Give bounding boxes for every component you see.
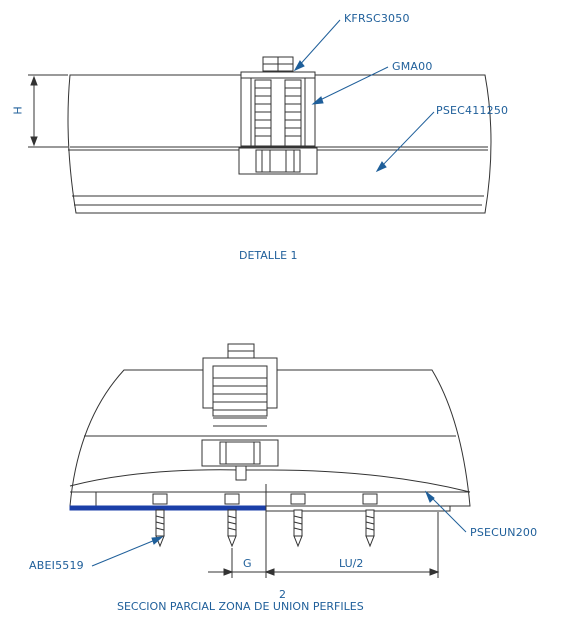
detail-1-leaders	[293, 19, 435, 173]
base-strip	[69, 505, 451, 512]
detail-1-drawing	[28, 56, 492, 214]
dimension-g-lu-lines	[208, 484, 440, 578]
screw-thread	[254, 79, 302, 147]
detail-2-leaders	[91, 490, 467, 567]
label-psecun200: PSECUN200	[470, 526, 538, 539]
nut-block-2	[201, 439, 279, 481]
rivets	[152, 493, 378, 548]
caption-seccion-parcial: SECCION PARCIAL ZONA DE UNION PERFILES	[117, 600, 364, 613]
screw-head	[262, 56, 294, 72]
dimension-lu-label: LU/2	[339, 557, 364, 570]
dimension-h-label: H	[11, 106, 25, 115]
label-psec411250: PSEC411250	[436, 104, 509, 117]
dimension-h-lines	[28, 74, 68, 148]
clamp-upper	[202, 357, 278, 427]
label-gma00: GMA00	[392, 60, 433, 73]
profile-union-outline	[69, 369, 471, 507]
caption-number-2: 2	[279, 588, 286, 601]
detail-2-drawing	[69, 343, 471, 578]
nut-block	[238, 147, 318, 175]
dimension-g-label: G	[243, 557, 252, 570]
caption-detalle-1: DETALLE 1	[239, 249, 298, 262]
label-abei5519: ABEI5519	[29, 559, 84, 572]
label-kfrsc3050: KFRSC3050	[344, 12, 410, 25]
gma00-clamp-part	[240, 71, 316, 147]
